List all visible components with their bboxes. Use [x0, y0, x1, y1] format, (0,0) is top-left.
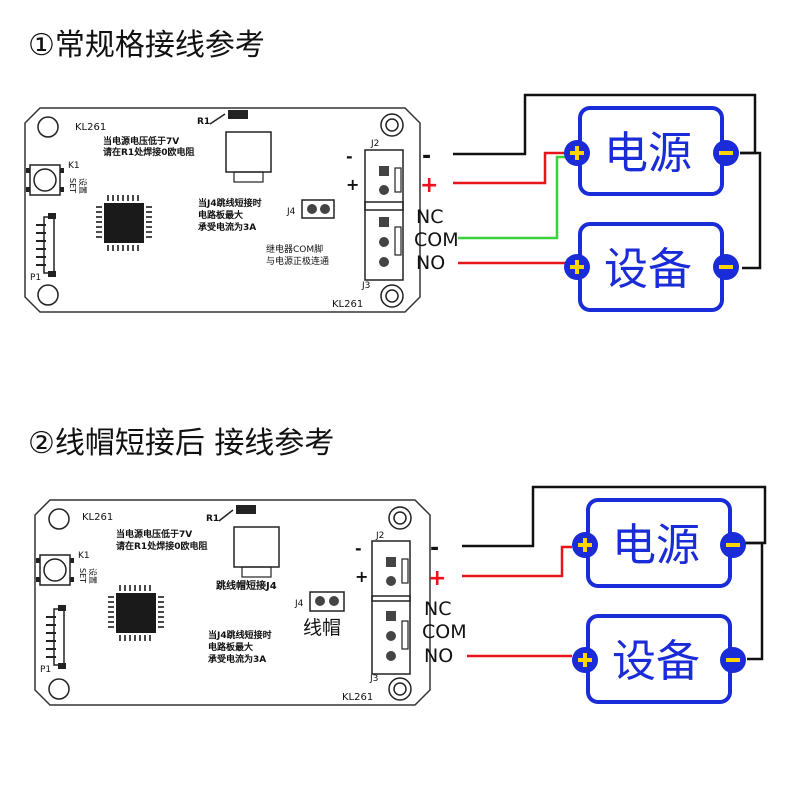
wire-black-device	[745, 541, 764, 661]
board-minus-label: -	[346, 147, 353, 166]
j4-jumper	[309, 591, 345, 612]
board-minus-label: -	[355, 539, 362, 558]
device-plus-terminal	[564, 254, 590, 280]
terminal-no-label: NO	[416, 252, 445, 274]
j3-label: J3	[369, 674, 378, 684]
section-1-heading: ①常规格接线参考	[28, 28, 265, 63]
device-box-2: 设备	[586, 614, 732, 704]
terminal-no-label: NO	[424, 645, 453, 667]
terminal-plus-label: +	[420, 173, 438, 198]
terminal-nc-label: NC	[424, 598, 451, 620]
cap-label: 线帽	[303, 617, 341, 639]
wire-red-plus	[462, 545, 572, 578]
p1-label: P1	[40, 665, 51, 675]
k1-label: K1	[68, 161, 80, 171]
r1-label: R1	[206, 514, 219, 524]
board-model-top: KL261	[82, 512, 113, 523]
j4-jumper	[301, 199, 335, 219]
j3-label: J3	[361, 281, 370, 291]
power-box-label: 电源	[604, 128, 692, 179]
terminal-minus-label: -	[430, 536, 439, 561]
section-2-heading: ②线帽短接后 接线参考	[28, 426, 335, 461]
wire-green-com	[458, 155, 565, 240]
note-j4-2: 电路板最大	[198, 209, 243, 221]
device-minus-terminal	[713, 254, 739, 280]
device-minus-terminal	[720, 647, 746, 673]
note-voltage-1: 当电源电压低于7V	[103, 135, 179, 147]
set-cn-label: 设置	[78, 178, 88, 194]
note-j4-2: 电路板最大	[208, 641, 253, 653]
note-com-1: 继电器COM脚	[266, 243, 323, 255]
section-2-diagram: KL261 KL261 K1 SET 设置 P1 R1 当电源电压低于7V 请在…	[34, 485, 767, 706]
mcu-chip	[95, 194, 153, 252]
device-plus-terminal	[572, 647, 598, 673]
j4-label: J4	[286, 207, 296, 217]
board-1-outline	[24, 107, 421, 313]
r1-resistor	[228, 110, 248, 119]
note-voltage-2: 请在R1处焊接0欧电阻	[103, 146, 194, 158]
p1-label: P1	[30, 273, 41, 283]
set-cn-label: 设置	[88, 568, 98, 584]
note-cap: 跳线帽短接J4	[216, 579, 277, 592]
terminal-com-label: COM	[414, 229, 459, 251]
note-j4-3: 承受电流为3A	[198, 221, 256, 233]
device-box-label: 设备	[612, 636, 700, 687]
board-plus-label: +	[355, 567, 368, 586]
note-com-2: 与电源正极连通	[266, 255, 329, 267]
board-2-outline	[34, 499, 431, 706]
note-voltage-2: 请在R1处焊接0欧电阻	[116, 540, 207, 552]
note-voltage-1: 当电源电压低于7V	[116, 528, 192, 540]
wire-red-plus	[453, 151, 565, 185]
r1-label: R1	[197, 117, 210, 127]
terminal-com-label: COM	[422, 621, 467, 643]
board-model-top: KL261	[75, 122, 106, 133]
r1-resistor	[236, 505, 256, 514]
board-plus-label: +	[346, 175, 359, 194]
terminal-plus-label: +	[428, 566, 446, 591]
power-supply-box-1: 电源	[578, 106, 724, 196]
note-j4-3: 承受电流为3A	[208, 653, 266, 665]
power-plus-terminal	[572, 532, 598, 558]
device-box-1: 设备	[578, 222, 724, 312]
device-box-label: 设备	[604, 244, 692, 295]
k1-label: K1	[78, 551, 90, 561]
j2-label: J2	[370, 139, 379, 149]
j2-label: J2	[375, 531, 384, 541]
power-minus-terminal	[720, 532, 746, 558]
j4-label: J4	[294, 599, 304, 609]
terminal-nc-label: NC	[416, 206, 443, 228]
terminal-minus-label: -	[422, 144, 431, 169]
section-1-diagram: KL261 KL261 K1 SET 设置 P1 R1 当电源电压低于7V 请在…	[24, 93, 762, 313]
board-model-bottom: KL261	[332, 299, 363, 310]
note-j4-1: 当J4跳线短接时	[198, 197, 262, 209]
board-model-bottom: KL261	[342, 692, 373, 703]
note-j4-1: 当J4跳线短接时	[208, 629, 272, 641]
wire-black-device	[740, 151, 762, 270]
power-minus-terminal	[713, 140, 739, 166]
power-supply-box-2: 电源	[586, 498, 732, 588]
power-box-label: 电源	[612, 520, 700, 571]
mcu-chip	[107, 584, 165, 642]
power-plus-terminal	[564, 140, 590, 166]
set-label: SET	[68, 178, 77, 193]
set-label: SET	[78, 568, 87, 583]
